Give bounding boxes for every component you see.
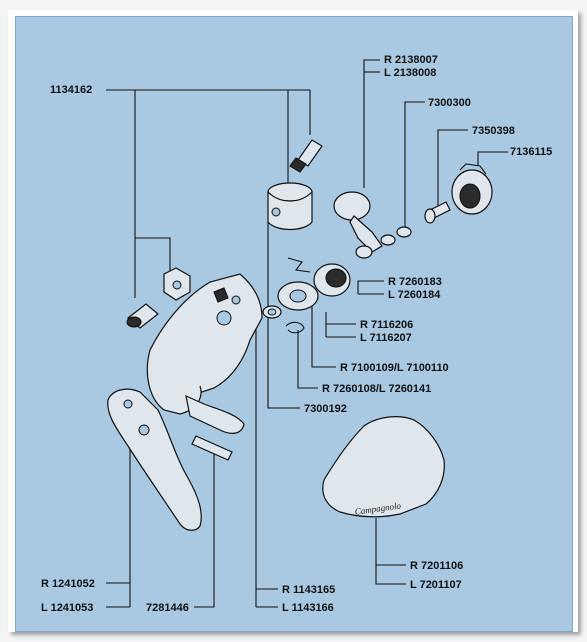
label-7300300: 7300300 <box>428 97 471 109</box>
axle-bolt <box>424 201 451 224</box>
label-7350398: 7350398 <box>472 125 515 137</box>
gear-wheel <box>313 263 351 297</box>
label-r7260108: R 7260108/L 7260141 <box>322 383 431 395</box>
label-r7116206: R 7116206 <box>360 319 413 331</box>
clamp-nut <box>163 267 191 301</box>
spring-washers <box>355 226 412 259</box>
label-r7260183: R 7260183 <box>388 276 442 288</box>
leader-lines <box>106 59 508 608</box>
label-r7201106: R 7201106 <box>410 560 463 572</box>
thumb-button <box>333 191 383 253</box>
cover-cap <box>451 163 493 215</box>
spring-clip <box>287 257 311 273</box>
label-7136115: 7136115 <box>510 146 552 158</box>
label-r2138007: R 2138007 <box>384 54 438 66</box>
label-1134162: 1134162 <box>50 84 92 96</box>
pivot-pin <box>191 435 233 461</box>
shift-lever <box>185 394 245 434</box>
brake-lever <box>107 388 202 531</box>
label-7300192: 7300192 <box>304 403 347 415</box>
label-l7201107: L 7201107 <box>410 579 462 591</box>
washer-small <box>262 305 282 319</box>
label-r7100109: R 7100109/L 7100110 <box>340 362 449 374</box>
diagram-panel <box>15 16 573 632</box>
label-r1143165: R 1143165 <box>282 584 335 596</box>
label-l7260184: L 7260184 <box>388 289 441 301</box>
clamp-washer <box>126 303 159 329</box>
label-l2138008: L 2138008 <box>384 67 436 79</box>
callout-labels: 1134162 R 2138007 L 2138008 7300300 7350… <box>41 54 552 614</box>
lever-body <box>146 273 263 415</box>
handlebar-clamp <box>267 182 313 231</box>
label-7281446: 7281446 <box>146 602 189 614</box>
fixing-bolt <box>289 139 323 173</box>
label-l1143166: L 1143166 <box>282 602 334 614</box>
label-l7116207: L 7116207 <box>360 332 412 344</box>
label-l1241053: L 1241053 <box>41 602 93 614</box>
c-clip <box>285 321 305 334</box>
rubber-hood: Campagnolo <box>322 416 445 518</box>
index-ratchet <box>277 281 319 311</box>
label-r1241052: R 1241052 <box>41 578 95 590</box>
